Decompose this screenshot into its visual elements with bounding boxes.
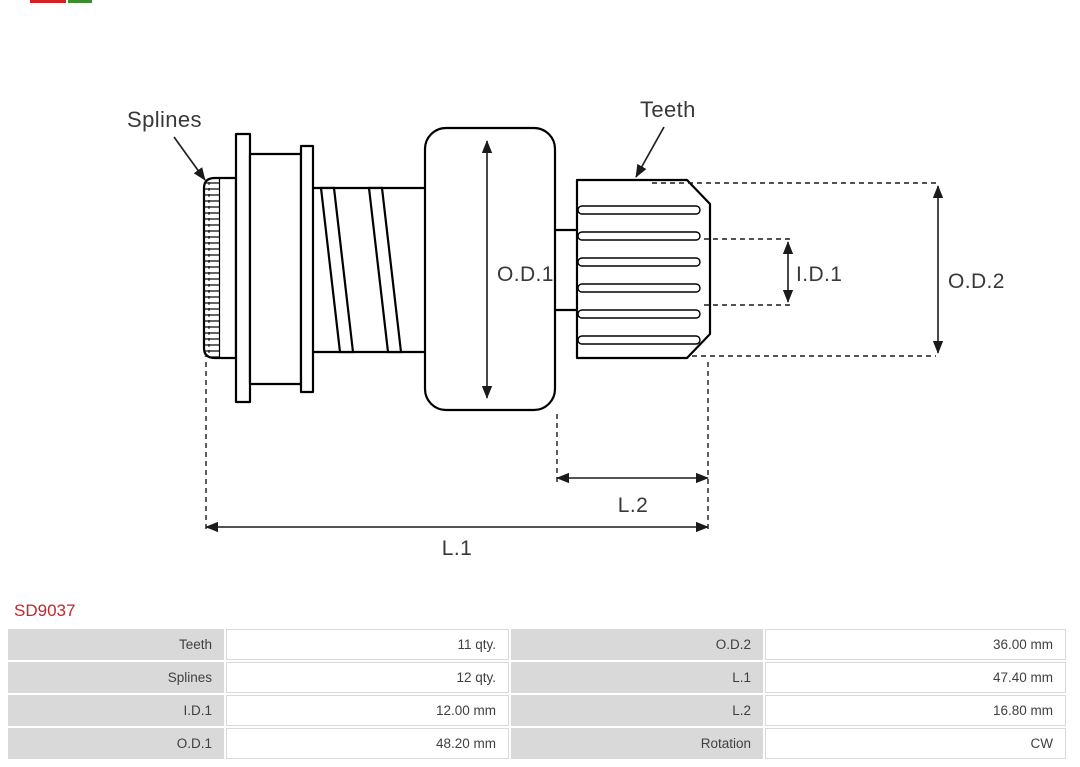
spec-value: 11 qty.	[226, 629, 509, 660]
id1-label: I.D.1	[796, 263, 842, 286]
spec-value: 12.00 mm	[226, 695, 509, 726]
logo-fragment	[30, 0, 92, 3]
teeth-label: Teeth	[640, 97, 696, 122]
od1-label: O.D.1	[497, 263, 554, 286]
spring-section	[313, 186, 425, 354]
spring-coil-2	[367, 186, 403, 354]
l1-label: L.1	[442, 537, 472, 560]
leader-arrows	[173, 126, 665, 181]
flange-disc-1	[234, 132, 252, 404]
dimension-extension-lines	[205, 182, 936, 533]
spec-value: 16.80 mm	[765, 695, 1066, 726]
spec-label: O.D.1	[8, 728, 224, 759]
spring-coil-1	[319, 186, 355, 354]
spec-label: Rotation	[511, 728, 763, 759]
technical-drawing: Splines Teeth O.D.1 I.D.1 O.D.2 L.2 L.1	[127, 97, 1005, 560]
spec-label: Splines	[8, 662, 224, 693]
spec-table: Teeth 11 qty. O.D.2 36.00 mm Splines 12 …	[8, 629, 1066, 759]
spline-hatching	[204, 179, 221, 357]
spec-label: I.D.1	[8, 695, 224, 726]
spec-label: O.D.2	[511, 629, 763, 660]
spec-value: 12 qty.	[226, 662, 509, 693]
hub-cylinder	[248, 152, 303, 386]
gear-teeth-lines	[577, 205, 701, 345]
logo-green-segment	[68, 0, 92, 3]
spec-label: Teeth	[8, 629, 224, 660]
teeth-leader-arrow	[635, 126, 665, 178]
spec-value: 48.20 mm	[226, 728, 509, 759]
od2-label: O.D.2	[948, 270, 1005, 293]
dimension-arrows	[205, 140, 944, 533]
splines-leader-arrow	[173, 136, 206, 181]
pinion-neck	[555, 228, 577, 312]
spec-value: 36.00 mm	[765, 629, 1066, 660]
spec-value: 47.40 mm	[765, 662, 1066, 693]
flange-disc-2	[299, 144, 315, 394]
logo-red-segment	[30, 0, 66, 3]
splines-label: Splines	[127, 107, 202, 132]
part-code: SD9037	[14, 601, 76, 620]
l2-label: L.2	[618, 494, 648, 517]
spec-value: CW	[765, 728, 1066, 759]
spec-label: L.1	[511, 662, 763, 693]
spec-label: L.2	[511, 695, 763, 726]
part-outline	[202, 126, 712, 412]
